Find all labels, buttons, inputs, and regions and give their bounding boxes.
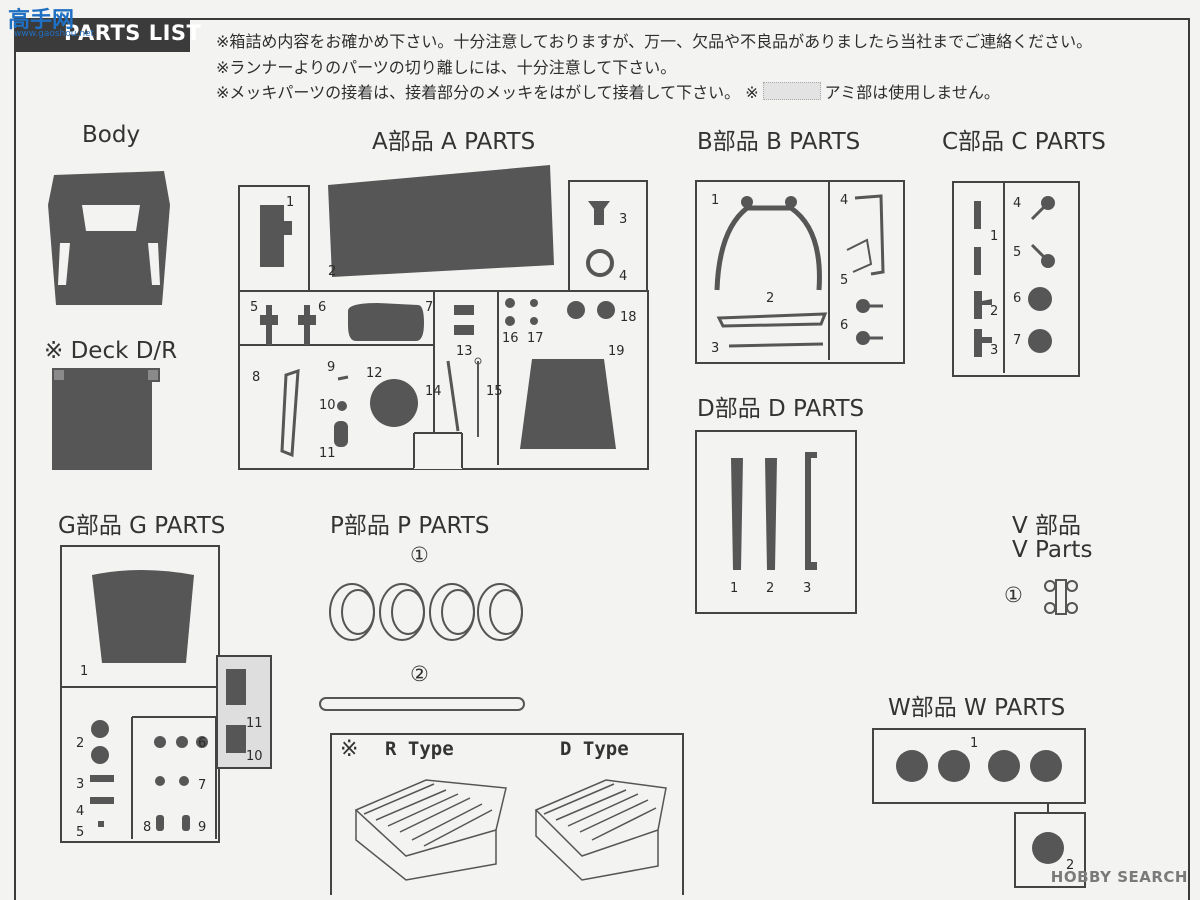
a-label-3: 3: [619, 212, 628, 227]
b-label-3: 3: [711, 341, 720, 356]
page-title: PARTS LIST: [64, 21, 202, 45]
c-label-3: 3: [990, 343, 999, 358]
g-parts-drawing: [62, 570, 246, 839]
a-label-18: 18: [620, 310, 637, 325]
c-runner-frame: [952, 181, 1080, 377]
p-rod-drawing: [319, 697, 525, 711]
deck-part-drawing: [52, 368, 160, 470]
g-label-1: 1: [80, 664, 89, 679]
b-label-2: 2: [766, 291, 775, 306]
g-label-5: 5: [76, 825, 85, 840]
g-label-10: 10: [246, 749, 263, 764]
d-runner-frame: [695, 430, 857, 614]
heading-body: Body: [82, 122, 141, 148]
a-label-16: 16: [502, 331, 519, 346]
heading-g-parts: G部品 G PARTS: [58, 513, 226, 539]
p-tires-drawing: [329, 583, 523, 641]
b-label-5: 5: [840, 273, 849, 288]
a-label-8: 8: [252, 370, 261, 385]
c-label-6: 6: [1013, 291, 1022, 306]
mesh-swatch: [762, 82, 821, 100]
g-label-8: 8: [143, 820, 152, 835]
note-plating: ※メッキパーツの接着は、接着部分のメッキをはがして接着して下さい。 ※ アミ部は使…: [216, 79, 1000, 103]
c-label-4: 4: [1013, 196, 1022, 211]
note-plating-text: ※メッキパーツの接着は、接着部分のメッキをはがして接着して下さい。 ※: [216, 83, 759, 102]
deck-type-marker: ※: [340, 737, 359, 762]
a-label-6: 6: [318, 300, 327, 315]
a-label-7: 7: [425, 300, 434, 315]
d-type-label: D Type: [560, 738, 629, 760]
a-label-2: 2: [328, 264, 337, 279]
heading-c-parts: C部品 C PARTS: [942, 129, 1106, 155]
deck-types-drawing: [354, 779, 667, 881]
b-label-6: 6: [840, 318, 849, 333]
g-label-6: 6: [198, 736, 207, 751]
g-label-4: 4: [76, 804, 85, 819]
heading-b-parts: B部品 B PARTS: [697, 129, 861, 155]
a-label-15: 15: [486, 384, 503, 399]
w-runner-frame: [872, 728, 1086, 804]
heading-p-parts: P部品 P PARTS: [330, 513, 490, 539]
a-label-1: 1: [286, 195, 295, 210]
a-label-19: 19: [608, 344, 625, 359]
v-marker: ①: [1004, 583, 1023, 607]
deck-type-box: [330, 733, 684, 895]
a-parts-drawing: [240, 165, 616, 469]
w-parts-drawing: [896, 750, 1064, 864]
d-label-1: 1: [730, 581, 739, 596]
a-label-5: 5: [250, 300, 259, 315]
site-logo: 高手网: [8, 7, 75, 33]
body-part-drawing: [48, 171, 170, 305]
a-label-14: 14: [425, 384, 442, 399]
d-label-3: 3: [803, 581, 812, 596]
parts-list-frame: [14, 18, 1190, 900]
g-label-2: 2: [76, 736, 85, 751]
a-label-4: 4: [619, 269, 628, 284]
b-label-4: 4: [840, 193, 849, 208]
a-label-10: 10: [319, 398, 336, 413]
hobby-search-watermark: HOBBY SEARCH: [1050, 868, 1188, 886]
heading-v-parts-en: V Parts: [1012, 537, 1093, 563]
v-parts-drawing: [1044, 579, 1078, 615]
title-bar: [14, 18, 190, 52]
heading-w-parts: W部品 W PARTS: [888, 695, 1066, 721]
g-label-7: 7: [198, 778, 207, 793]
d-label-2: 2: [766, 581, 775, 596]
w-runner-frame-2: [1014, 812, 1086, 888]
b-parts-drawing: [714, 182, 885, 360]
a-label-12: 12: [366, 366, 383, 381]
d-parts-drawing: [731, 452, 817, 570]
w-label-2: 2: [1066, 858, 1075, 873]
p-rod-marker: ②: [410, 662, 429, 686]
a-label-17: 17: [527, 331, 544, 346]
a-label-11: 11: [319, 446, 336, 461]
note-check-contents: ※箱詰め内容をお確かめ下さい。十分注意しておりますが、万一、欠品や不良品がありま…: [216, 32, 1093, 51]
note-mesh-text: アミ部は使用しません。: [824, 83, 1000, 102]
r-type-label: R Type: [385, 738, 454, 760]
g-label-3: 3: [76, 777, 85, 792]
b-label-1: 1: [711, 193, 720, 208]
g-label-9: 9: [198, 820, 207, 835]
p-tires-marker: ①: [410, 543, 429, 567]
g-label-11: 11: [246, 716, 263, 731]
c-label-5: 5: [1013, 245, 1022, 260]
c-label-1: 1: [990, 229, 999, 244]
c-parts-drawing: [974, 183, 1055, 373]
heading-a-parts: A部品 A PARTS: [372, 129, 536, 155]
c-label-2: 2: [990, 304, 999, 319]
a-label-13: 13: [456, 344, 473, 359]
heading-v-parts-jp: V 部品: [1012, 513, 1082, 539]
heading-deck: ※ Deck D/R: [44, 338, 178, 364]
w-label-1: 1: [970, 736, 979, 751]
note-runner-cutting: ※ランナーよりのパーツの切り離しには、十分注意して下さい。: [216, 58, 677, 77]
c-label-7: 7: [1013, 333, 1022, 348]
heading-d-parts: D部品 D PARTS: [697, 396, 865, 422]
a-label-9: 9: [327, 360, 336, 375]
b-runner-frame: [695, 180, 905, 364]
site-logo-url: www.gaoshou.net: [14, 29, 95, 39]
